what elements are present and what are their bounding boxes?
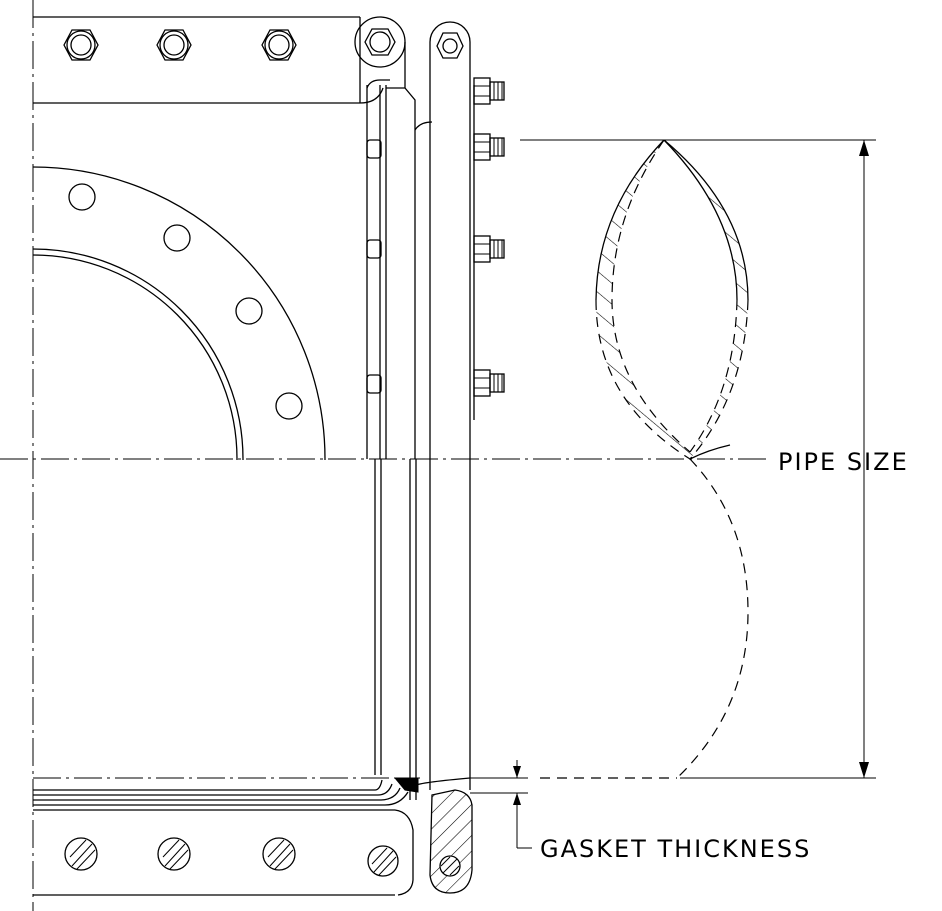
top-bolt-1 [63,29,99,61]
stud-4 [473,369,505,397]
flange-face-quarter [33,166,326,460]
stud-2 [473,133,505,161]
flange-bolt-holes [68,183,303,420]
bottom-corner-bolt [367,845,399,877]
gasket-thickness-dimension [470,760,677,849]
bottom-flange-bar [33,809,414,896]
top-bolt-3 [261,29,297,61]
left-flange-plate [366,42,433,459]
stud-3 [473,235,505,263]
pipe-size-dimension [520,139,876,779]
weld-bead [393,777,419,793]
gasket-thickness-label: GASKET THICKNESS [540,835,811,863]
right-flange-plate [429,42,475,459]
top-bolt-2 [156,29,192,61]
bottom-bolt-1 [64,837,98,871]
bottom-bolt-3 [262,837,296,871]
pipe-size-label: PIPE SIZE [778,448,909,476]
top-flange-bar [33,16,384,104]
bottom-bolt-2 [157,837,191,871]
flange-section-hatched [415,777,473,894]
pipe-section-lower [676,444,749,779]
top-plate-bolt [429,21,471,59]
pipe-section-upper [595,139,749,460]
top-corner-bolt [354,16,406,68]
stud-1 [473,77,505,105]
lower-pipe-section [33,459,471,806]
